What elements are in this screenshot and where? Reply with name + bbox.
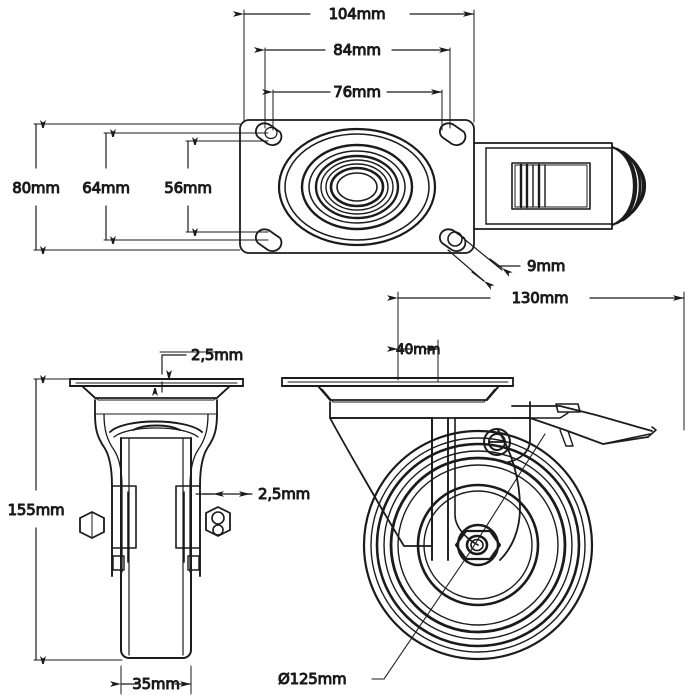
dim-label-80: 80mm bbox=[12, 179, 60, 197]
top-view-horizontal-dims bbox=[233, 11, 475, 95]
front-view-group: 155mm 35mm 2,5mm 2,5mm bbox=[7, 346, 311, 695]
axle-hole-outer bbox=[465, 534, 489, 556]
wheel-inner-1 bbox=[397, 464, 559, 626]
brake-lever-top bbox=[511, 405, 653, 432]
dim-label-40: 40mm bbox=[396, 342, 440, 358]
axle-bolt-head bbox=[211, 511, 225, 525]
brake-lever-lower bbox=[529, 417, 649, 445]
brake-body-top bbox=[473, 142, 647, 230]
fork-left-web bbox=[329, 417, 433, 547]
pedal-window bbox=[511, 162, 591, 210]
wheel-hub-ring-inner bbox=[423, 490, 533, 600]
brake-lever-step bbox=[511, 412, 569, 419]
dim-125-leader bbox=[371, 433, 546, 680]
brake-lever-tip bbox=[647, 426, 657, 438]
fork-crown-dome bbox=[109, 420, 203, 433]
top-view-group: 104mm 84mm 76mm 80mm 64mm 56mm 9mm bbox=[12, 5, 647, 290]
fork-right-web-edge bbox=[454, 417, 479, 546]
brake-lever bbox=[504, 403, 657, 464]
dim-25-top-lines bbox=[162, 354, 187, 392]
raceway-ring-3 bbox=[300, 143, 414, 231]
raceway-ring-1 bbox=[277, 127, 437, 247]
raceway-ring-6 bbox=[320, 159, 394, 215]
front-top-plate bbox=[69, 378, 244, 415]
top-plate-outline bbox=[239, 119, 475, 254]
wheel-rim-line bbox=[389, 456, 567, 634]
axle-hole-inner bbox=[470, 538, 484, 552]
fork-top-block bbox=[329, 401, 531, 419]
top-view-extension-lines bbox=[33, 9, 475, 251]
side-view-extension-lines bbox=[397, 291, 685, 431]
raceway-ring-2 bbox=[284, 133, 430, 241]
brake-lever-tip-edge bbox=[602, 433, 651, 445]
raceway-ring-8 bbox=[329, 166, 385, 208]
swivel-raceway-rings bbox=[277, 127, 437, 247]
swivel-skirt bbox=[81, 385, 231, 399]
side-view-group: Ø125mm 130mm 40mm bbox=[278, 289, 685, 689]
fork-crown-ridge bbox=[132, 424, 181, 431]
mounting-slot-top-left bbox=[254, 122, 283, 146]
pivot-rivet-outer bbox=[483, 428, 511, 456]
dim-label-35: 35mm bbox=[132, 675, 180, 693]
wheel-hub-ring-outer bbox=[416, 483, 540, 607]
axle-nut-right bbox=[205, 506, 231, 537]
dim-label-56: 56mm bbox=[164, 179, 212, 197]
axle-washer bbox=[212, 524, 224, 536]
side-top-plate bbox=[281, 377, 514, 403]
front-axle-hardware bbox=[79, 506, 231, 539]
dim-label-104: 104mm bbox=[329, 5, 386, 23]
wheel-tread-line bbox=[375, 442, 581, 648]
side-wheel bbox=[362, 429, 594, 661]
mounting-slot-top-right bbox=[438, 122, 467, 146]
dim-label-9: 9mm bbox=[527, 257, 565, 275]
mounting-slot-bottom-right bbox=[438, 228, 467, 252]
brake-grip-1 bbox=[615, 147, 638, 225]
raceway-ring-7 bbox=[325, 163, 389, 211]
swivel-skirt-inner bbox=[85, 388, 227, 401]
brake-lever-tab bbox=[555, 403, 581, 413]
brake-shoe bbox=[504, 417, 531, 464]
dim-label-25-side: 2,5mm bbox=[258, 485, 310, 503]
wheel-outer-2 bbox=[370, 437, 586, 653]
hub-plate-left bbox=[111, 485, 137, 549]
kingpin-hole bbox=[336, 172, 378, 202]
wheel-tread-outline bbox=[120, 437, 192, 659]
top-view-vertical-dims bbox=[35, 124, 188, 250]
fork-right-outer bbox=[199, 413, 218, 577]
mounting-slot-bottom-left bbox=[254, 228, 283, 252]
brake-body-outline bbox=[473, 142, 613, 230]
hub-plate-right bbox=[175, 485, 201, 549]
hub-washer bbox=[456, 523, 500, 567]
dim-label-25-top: 2,5mm bbox=[191, 346, 243, 364]
wheel-outer-1 bbox=[362, 429, 594, 661]
fork-left-outer bbox=[94, 413, 113, 577]
dim-label-76: 76mm bbox=[333, 83, 381, 101]
raceway-ring-4 bbox=[308, 150, 406, 224]
fork-crown-dome-inner bbox=[113, 427, 199, 438]
mounting-hole-inner bbox=[447, 231, 463, 247]
side-swivel-skirt bbox=[317, 385, 500, 401]
pedal-window-inner bbox=[514, 164, 588, 208]
hub-tab-right bbox=[187, 555, 200, 571]
dim-label-130: 130mm bbox=[512, 289, 569, 307]
dim-9mm-leader bbox=[447, 237, 521, 290]
dim-label-64: 64mm bbox=[82, 179, 130, 197]
dim-label-155: 155mm bbox=[8, 501, 65, 519]
raceway-ring-5 bbox=[314, 154, 400, 220]
front-wheel bbox=[111, 437, 201, 659]
wheel-outer-3 bbox=[383, 450, 573, 640]
hub-hex-nut bbox=[454, 529, 502, 561]
side-swivel-skirt-inner bbox=[321, 388, 496, 403]
front-view-extension-lines bbox=[33, 351, 227, 695]
dim-label-84: 84mm bbox=[333, 41, 381, 59]
brake-grip-4 bbox=[632, 161, 647, 211]
dim-label-125: Ø125mm bbox=[278, 670, 346, 688]
brake-lever-rib bbox=[559, 429, 574, 447]
hub-tab-left bbox=[112, 555, 125, 571]
